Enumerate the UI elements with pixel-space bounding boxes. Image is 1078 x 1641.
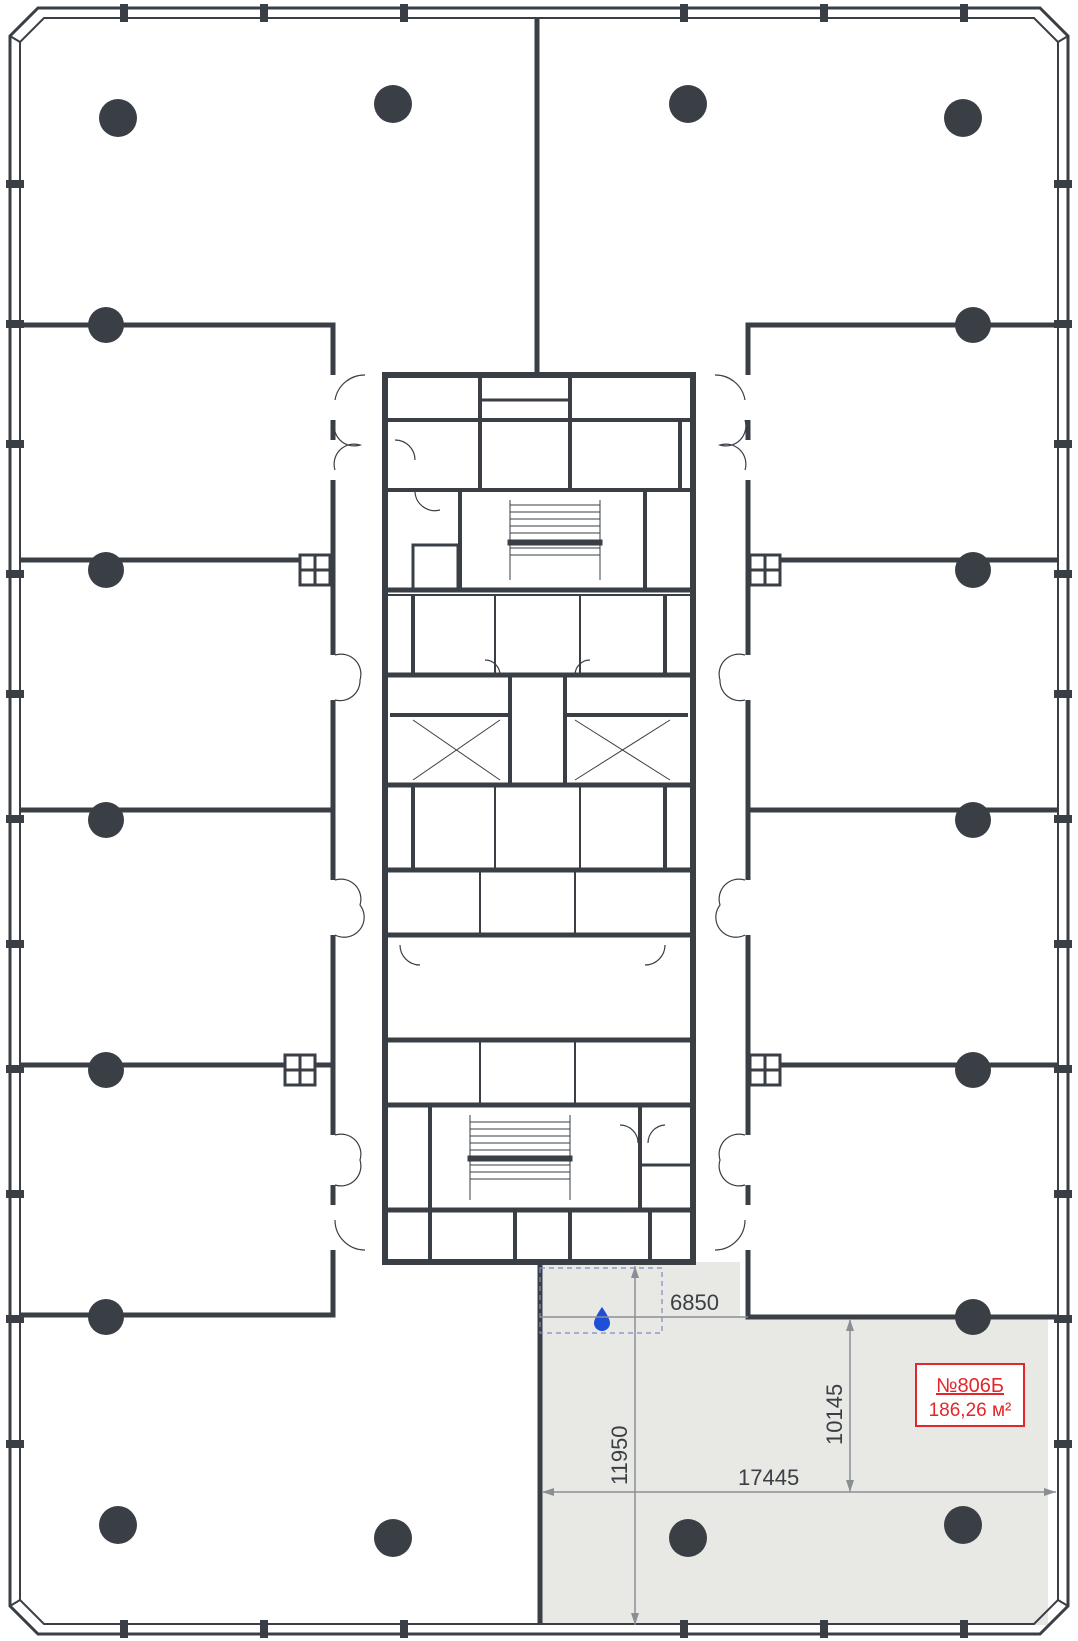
column [955, 1299, 991, 1335]
column [88, 1052, 124, 1088]
column [88, 307, 124, 343]
column [944, 99, 982, 137]
dimension-height-right: 10145 [822, 1384, 847, 1445]
dimension-height-left: 11950 [607, 1425, 632, 1485]
column [944, 1506, 982, 1544]
column [374, 1519, 412, 1557]
unit-number: №806Б [936, 1375, 1004, 1397]
column [88, 1299, 124, 1335]
stairs-bottom [467, 1115, 573, 1200]
water-drop-icon [594, 1307, 610, 1331]
column [374, 85, 412, 123]
unit-806b-area[interactable] [540, 1262, 1048, 1625]
ventilation-shafts [283, 553, 782, 1087]
unit-area: 186,26 м² [929, 1400, 1012, 1421]
structural-columns [88, 85, 991, 1557]
column [955, 1052, 991, 1088]
elevator-doors [412, 719, 671, 781]
column [669, 1519, 707, 1557]
column [955, 552, 991, 588]
unit-label-box [915, 1363, 1025, 1427]
column [955, 307, 991, 343]
column [88, 552, 124, 588]
column [88, 802, 124, 838]
unit-label[interactable]: №806Б 186,26 м² [915, 1363, 1025, 1427]
dimension-width-total: 17445 [738, 1465, 799, 1490]
facade-mullions [6, 4, 1072, 1638]
column [669, 85, 707, 123]
door-swings [333, 374, 747, 1251]
column [955, 802, 991, 838]
stairs-top [507, 500, 603, 580]
building-core [382, 372, 696, 1265]
dimension-lines [540, 1266, 1056, 1625]
dimension-width-top: 6850 [670, 1290, 719, 1315]
column [99, 99, 137, 137]
partition-walls [20, 18, 1058, 1624]
wet-zone-outline [539, 1267, 663, 1334]
column [99, 1506, 137, 1544]
